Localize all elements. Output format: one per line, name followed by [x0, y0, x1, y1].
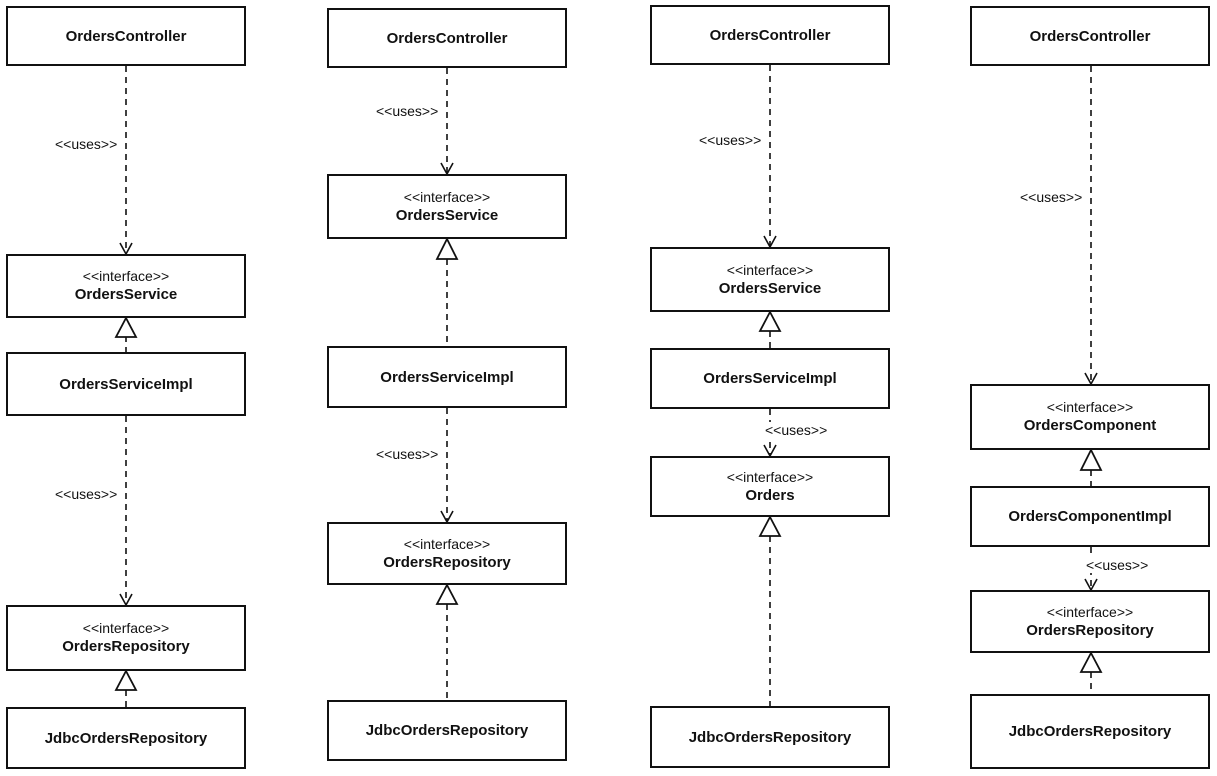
orders-service-interface-box: <<interface>> OrdersService: [6, 254, 246, 318]
realization-arrowhead: [1079, 651, 1103, 673]
orders-interface-box: <<interface>> Orders: [650, 456, 890, 517]
orders-controller-box: OrdersController: [6, 6, 246, 66]
jdbc-orders-repository-box: JdbcOrdersRepository: [327, 700, 567, 761]
class-name: OrdersController: [65, 27, 187, 45]
uses-label: <<uses>>: [375, 446, 440, 462]
stereotype-label: <<interface>>: [403, 535, 491, 552]
realization-arrowhead: [114, 669, 138, 691]
uses-label: <<uses>>: [1085, 557, 1150, 573]
orders-repository-interface-box: <<interface>> OrdersRepository: [970, 590, 1210, 653]
realization-arrowhead: [435, 583, 459, 605]
jdbc-orders-repository-box: JdbcOrdersRepository: [6, 707, 246, 769]
orders-service-impl-box: OrdersServiceImpl: [6, 352, 246, 416]
orders-repository-interface-box: <<interface>> OrdersRepository: [6, 605, 246, 671]
orders-service-interface-box: <<interface>> OrdersService: [327, 174, 567, 239]
realization-arrowhead: [114, 316, 138, 338]
orders-controller-box: OrdersController: [970, 6, 1210, 66]
class-name: OrdersServiceImpl: [380, 368, 514, 386]
orders-component-interface-box: <<interface>> OrdersComponent: [970, 384, 1210, 450]
realization-arrowhead: [758, 310, 782, 332]
class-name: OrdersServiceImpl: [59, 375, 193, 393]
orders-controller-box: OrdersController: [327, 8, 567, 68]
class-name: JdbcOrdersRepository: [44, 729, 208, 747]
class-name: OrdersRepository: [383, 553, 511, 571]
orders-service-interface-box: <<interface>> OrdersService: [650, 247, 890, 312]
class-name: OrdersController: [386, 29, 508, 47]
class-name: OrdersComponentImpl: [1008, 508, 1172, 525]
stereotype-label: <<interface>>: [726, 261, 814, 278]
stereotype-label: <<interface>>: [726, 468, 814, 485]
stereotype-label: <<interface>>: [403, 188, 491, 205]
class-name: OrdersServiceImpl: [703, 370, 837, 387]
class-name: JdbcOrdersRepository: [1008, 723, 1172, 740]
realization-arrowhead: [758, 515, 782, 537]
stereotype-label: <<interface>>: [82, 268, 170, 284]
uses-label: <<uses>>: [54, 486, 119, 502]
class-name: JdbcOrdersRepository: [365, 722, 529, 739]
orders-controller-box: OrdersController: [650, 5, 890, 65]
class-name: OrdersRepository: [1026, 621, 1154, 639]
uses-label: <<uses>>: [698, 132, 763, 148]
jdbc-orders-repository-box: JdbcOrdersRepository: [650, 706, 890, 768]
orders-service-impl-box: OrdersServiceImpl: [327, 346, 567, 408]
class-name: OrdersController: [709, 26, 831, 44]
class-name: OrdersService: [395, 206, 499, 224]
class-name: JdbcOrdersRepository: [688, 728, 852, 746]
stereotype-label: <<interface>>: [82, 620, 170, 636]
stereotype-label: <<interface>>: [1046, 399, 1134, 415]
orders-service-impl-box: OrdersServiceImpl: [650, 348, 890, 409]
uses-label: <<uses>>: [375, 103, 440, 119]
uses-label: <<uses>>: [54, 136, 119, 152]
class-name: OrdersRepository: [62, 638, 190, 655]
stereotype-label: <<interface>>: [1046, 603, 1134, 620]
class-name: OrdersService: [74, 286, 178, 303]
uses-label: <<uses>>: [764, 422, 829, 438]
class-name: OrdersComponent: [1023, 417, 1157, 434]
orders-repository-interface-box: <<interface>> OrdersRepository: [327, 522, 567, 585]
uses-label: <<uses>>: [1019, 189, 1084, 205]
orders-component-impl-box: OrdersComponentImpl: [970, 486, 1210, 547]
realization-arrowhead: [1079, 447, 1103, 471]
jdbc-orders-repository-box: JdbcOrdersRepository: [970, 694, 1210, 769]
class-name: OrdersService: [718, 279, 822, 297]
class-name: Orders: [745, 486, 795, 504]
class-name: OrdersController: [1029, 27, 1151, 45]
realization-arrowhead: [435, 236, 459, 260]
